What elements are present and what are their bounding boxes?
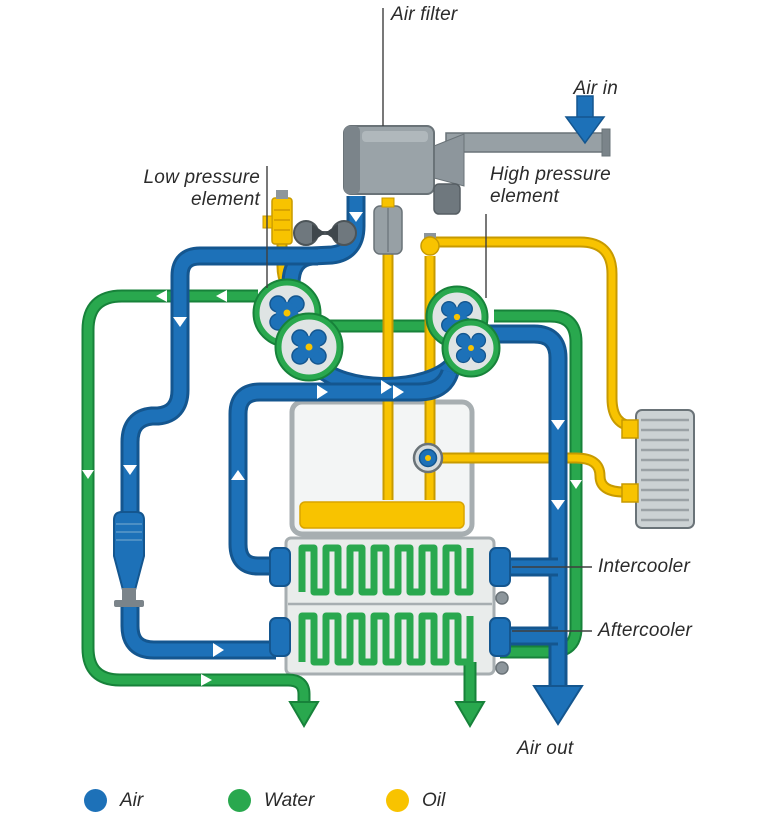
intercooler-coil [298, 544, 474, 596]
aftercooler-drain-knob [495, 661, 509, 675]
filter-cone [433, 133, 465, 187]
butterfly-valve [293, 220, 357, 246]
oil-level [299, 501, 465, 529]
air-in-label: Air in [573, 78, 618, 99]
aftercooler-coil [298, 612, 474, 666]
legend-item-air: Air [84, 789, 143, 812]
cooler-headers [269, 547, 511, 675]
legend-item-oil: Oil [386, 789, 445, 812]
intercooler-label: Intercooler [598, 556, 690, 577]
air-legend-label: Air [120, 789, 144, 811]
oil-legend-label: Oil [422, 789, 446, 811]
water-out-arrow-left [288, 701, 320, 728]
aftercooler-label: Aftercooler [598, 620, 693, 641]
check-valve [420, 233, 440, 256]
oil-cooler [621, 409, 695, 529]
oil-cooler-port-bottom [621, 483, 639, 503]
low-pressure-element-label: Low pressure element [143, 167, 260, 211]
leader-lines [266, 8, 592, 632]
water-trap [113, 511, 145, 607]
flow-arrows [82, 212, 582, 686]
oil-cooler-port-top [621, 419, 639, 439]
air-out-arrow [532, 685, 584, 726]
filter-canister [433, 183, 461, 215]
intercooler-left-header [269, 547, 291, 587]
low-pressure-element-figure [252, 278, 344, 382]
water-out-arrow-right [454, 701, 486, 728]
intercooler-drain-knob [495, 591, 509, 605]
water-legend-dot [228, 789, 251, 812]
aftercooler-left-header [269, 617, 291, 657]
oil-filter [373, 197, 403, 255]
intercooler-right-header [489, 547, 511, 587]
air-legend-dot [84, 789, 107, 812]
high-pressure-element-label: High pressure element [490, 164, 611, 208]
oil-legend-dot [386, 789, 409, 812]
water-legend-label: Water [264, 789, 315, 811]
water-pipes [88, 296, 576, 728]
aftercooler-right-header [489, 617, 511, 657]
air-filter-assembly [343, 125, 611, 215]
high-pressure-element-figure [425, 285, 501, 378]
thermostat-valve [412, 442, 444, 474]
air-filter-label: Air filter [391, 4, 458, 25]
legend-item-water: Water [228, 789, 314, 812]
air-out-label: Air out [517, 738, 574, 759]
air-pipes [130, 196, 584, 726]
air-in-arrow [564, 95, 606, 145]
